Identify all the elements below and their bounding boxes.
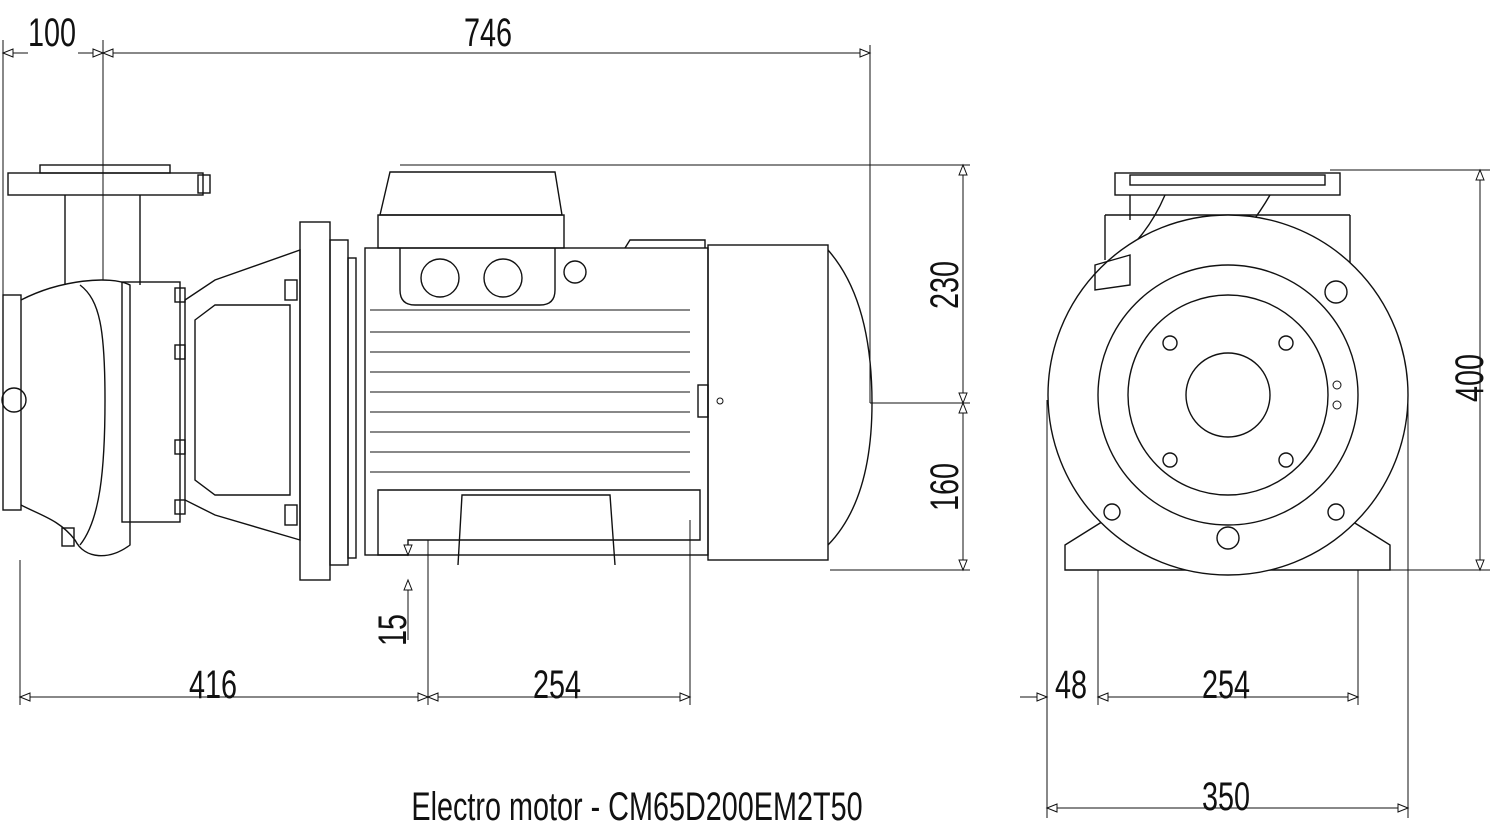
casing-circle <box>1047 214 1409 576</box>
front-discharge-flange <box>1114 172 1341 196</box>
dim-48: 48 <box>1055 662 1087 707</box>
dim-416: 416 <box>189 662 237 707</box>
dim-254-front: 254 <box>1202 662 1250 707</box>
motor-flange <box>299 221 331 581</box>
dim-746: 746 <box>464 10 512 55</box>
bolt <box>1 387 27 413</box>
front-view <box>1047 172 1409 576</box>
dim-254-side: 254 <box>533 662 581 707</box>
discharge-flange <box>7 172 204 196</box>
terminal-box <box>379 171 563 216</box>
drawing-caption: Electro motor - CM65D200EM2T50 <box>411 784 862 829</box>
side-view <box>1 164 873 581</box>
fan-cover <box>707 244 829 561</box>
dimension-labels: 100 746 230 160 15 416 254 48 254 400 35… <box>28 10 1492 829</box>
dim-15: 15 <box>370 614 415 646</box>
volute-casing <box>20 279 131 557</box>
motor-body <box>364 247 709 556</box>
dim-350: 350 <box>1202 774 1250 819</box>
suction-flange <box>2 294 22 511</box>
dim-230: 230 <box>922 261 967 309</box>
suction-port <box>1185 352 1271 438</box>
dim-100: 100 <box>28 10 76 55</box>
motor-foot <box>377 489 701 556</box>
dim-400: 400 <box>1447 354 1492 402</box>
lantern-bracket <box>184 249 301 541</box>
flange-circle <box>1127 294 1329 496</box>
pump-casing <box>121 281 181 523</box>
dimension-lines <box>1 40 1490 818</box>
dim-160: 160 <box>922 463 967 511</box>
